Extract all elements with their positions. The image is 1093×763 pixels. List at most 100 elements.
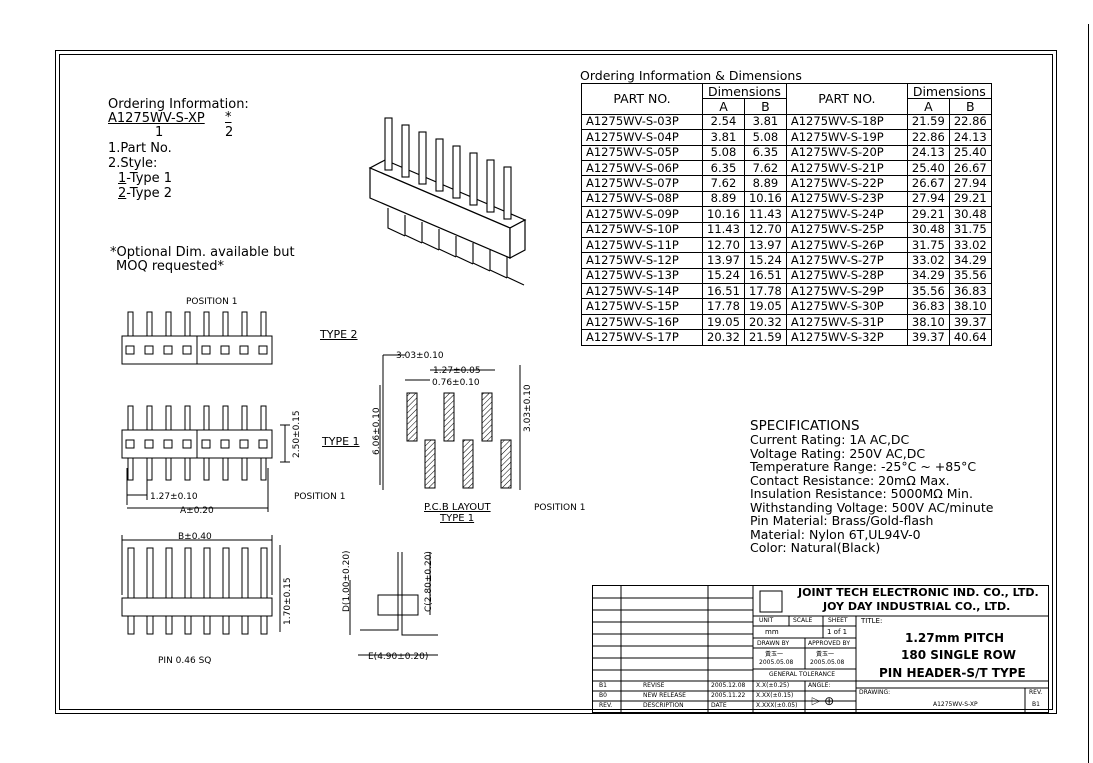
header-pin-tail	[489, 250, 508, 279]
table-cell: A1275WV-S-20P	[785, 144, 908, 161]
pin-top-type2	[203, 311, 210, 337]
table-cell: A1275WV-S-18P	[785, 113, 908, 131]
pin-side-bottom	[222, 615, 230, 635]
table-cell: A1275WV-S-05P	[581, 144, 703, 161]
table-cell: 2.54	[702, 113, 745, 131]
pin-side-top	[241, 547, 249, 599]
pcb-pad	[462, 439, 474, 489]
table-cell: 20.32	[702, 329, 745, 346]
ordering-star: *	[225, 110, 232, 125]
title-line-1: 1.27mm PITCH	[905, 631, 1005, 645]
header-pin-tail	[404, 215, 423, 244]
pin-top-type2	[260, 311, 267, 337]
table-cell: A1275WV-S-26P	[785, 236, 908, 254]
table-cell: 13.97	[702, 252, 745, 269]
spec-line: Voltage Rating: 250V AC,DC	[750, 445, 926, 461]
revision-cell: 2005.12.08	[711, 682, 746, 689]
table-cell: A1275WV-S-23P	[785, 190, 908, 208]
table-cell: 24.13	[906, 144, 950, 161]
type2-text: -Type 2	[126, 186, 173, 201]
table-cell: 19.05	[743, 298, 787, 315]
table-cell: 12.70	[743, 221, 787, 238]
header-pin-tail	[421, 222, 440, 251]
pin-square-type2	[125, 345, 135, 355]
outer-border	[55, 50, 1057, 714]
spec-line: Contact Resistance: 20mΩ Max.	[750, 472, 950, 488]
col-b-left: B	[743, 98, 787, 115]
table-cell: A1275WV-S-28P	[785, 267, 908, 285]
pin-bottom-type1	[260, 457, 267, 481]
label-dim-d: D(1.00±0.20)	[342, 550, 352, 612]
title-block-grid	[593, 586, 1048, 712]
pin-top-type1	[222, 405, 229, 431]
pin-top-type2	[146, 311, 153, 337]
table-cell: 19.05	[702, 313, 745, 331]
pin-top-type1	[203, 405, 210, 431]
pin-side-bottom	[184, 615, 192, 635]
table-cell: 36.83	[906, 298, 950, 315]
dim-table-caption: Ordering Information & Dimensions	[580, 68, 802, 83]
drawn-by-label: DRAWN BY	[757, 640, 790, 647]
type1-text: -Type 1	[126, 171, 173, 186]
pin-top-type1	[146, 405, 153, 431]
inner-border	[59, 54, 1053, 710]
col-part-right: PART NO.	[785, 83, 908, 115]
table-cell: 7.62	[702, 175, 745, 192]
table-cell: 34.29	[906, 267, 950, 285]
pin-top-type1	[127, 405, 134, 431]
optional-note-2: MOQ requested*	[116, 259, 224, 274]
isometric-header-illustration	[368, 117, 527, 286]
pin-side-bottom	[165, 615, 173, 635]
ordering-line2: 2.Style:	[108, 156, 158, 171]
header-pin-tail	[387, 208, 406, 237]
pin-side-top	[165, 547, 173, 599]
col-a-left: A	[702, 98, 745, 115]
label-dim-250: 2.50±0.15	[292, 410, 302, 458]
drawn-date: 2005.05.08	[759, 659, 794, 666]
table-cell: A1275WV-S-15P	[581, 298, 703, 315]
label-type2: TYPE 2	[320, 328, 358, 341]
pcb-pad	[500, 439, 512, 489]
table-cell: 16.51	[702, 283, 745, 300]
pin-square-type1	[220, 439, 230, 449]
pin-side-top	[127, 547, 135, 599]
type1-number: 1	[118, 171, 127, 186]
table-cell: A1275WV-S-17P	[581, 329, 703, 346]
ordering-part-code: A1275WV-S-XP	[108, 111, 205, 126]
scale-label: SCALE	[793, 617, 813, 624]
page-edge	[1088, 24, 1089, 763]
pcb-pad	[443, 392, 455, 442]
header-pin-tail	[438, 229, 457, 258]
table-cell: A1275WV-S-10P	[581, 221, 703, 238]
tolerance-1: X.X(±0.25)	[756, 682, 790, 689]
pin-side-bottom	[203, 615, 211, 635]
table-cell: A1275WV-S-09P	[581, 206, 703, 223]
col-dims-right: Dimensions	[906, 82, 992, 100]
table-cell: 17.78	[743, 283, 787, 300]
table-cell: 3.81	[702, 129, 745, 146]
pin-side-bottom	[241, 615, 249, 635]
header-pin	[435, 138, 444, 192]
header-pin-tail	[455, 236, 474, 265]
table-cell: 12.70	[702, 236, 745, 254]
label-dim-170: 1.70±0.15	[283, 577, 293, 625]
unit-value: mm	[765, 628, 779, 636]
table-cell: A1275WV-S-03P	[581, 113, 703, 131]
pcb-pad	[481, 392, 493, 442]
table-cell: 8.89	[702, 190, 745, 208]
pin-square-type1	[163, 439, 173, 449]
table-cell: 27.94	[948, 175, 992, 192]
unit-label: UNIT	[759, 617, 774, 624]
rev-label: REV.	[1029, 689, 1043, 696]
table-cell: 10.16	[702, 206, 745, 223]
angle-label: ANGLE:	[808, 682, 831, 689]
pin-square-type1	[258, 439, 268, 449]
table-cell: A1275WV-S-06P	[581, 159, 703, 177]
